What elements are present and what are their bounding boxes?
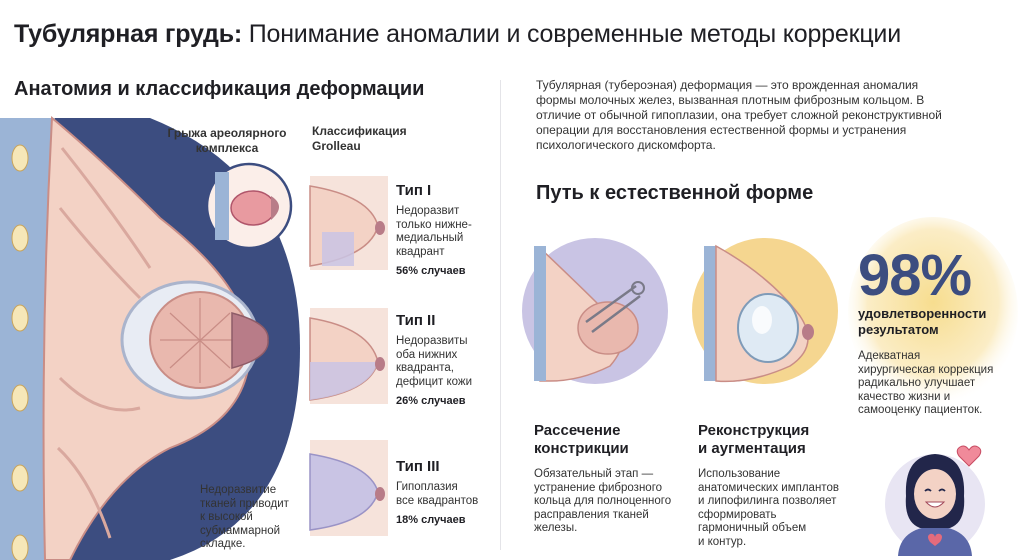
step-1-desc-line: железы. [534, 522, 578, 534]
step-2-block: Реконструкция и аугментация Использовани… [698, 422, 839, 549]
step-2-desc-line: анатомических имплантов [698, 481, 839, 494]
intro-line: Тубулярная (тубероэная) деформация — это… [536, 78, 919, 92]
stat-desc: Адекватная хирургическая коррекция радик… [858, 350, 993, 418]
classification-label: Классификация Grolleau [312, 124, 407, 154]
happy-woman-illustration [885, 454, 985, 556]
step-1-desc-line: устранение фиброзного [534, 481, 663, 494]
type-1-block: Тип I Недоразвит только нижне- медиальны… [396, 182, 496, 277]
step-1-title: Рассечение констрикции [534, 422, 671, 458]
step-2-desc-line: и контур. [698, 535, 747, 548]
step-1-desc-line: кольца для полноценного [534, 495, 672, 507]
type-1-title: Тип I [396, 182, 432, 199]
type-3-block: Тип III Гипоплазия все квадрантов 18% сл… [396, 458, 496, 526]
stat-label: удовлетворенности результатом [858, 306, 986, 338]
intro-line: операции для восстановления естественной… [536, 123, 907, 137]
step-2-desc-line: гармоничный объем [698, 522, 807, 534]
type-1-percent: 56% случаев [396, 265, 466, 277]
step-2-desc-line: и липофилинга позволяет [698, 495, 837, 507]
type-3-title: Тип III [396, 458, 440, 475]
stat-glow [848, 217, 1018, 407]
bottom-note-line: субмаммарной [200, 524, 281, 537]
step-1-desc: Обязательный этап — устранение фиброзног… [534, 468, 671, 536]
bottom-note-line: тканей приводит [200, 497, 289, 510]
bottom-note-line: к высокой [200, 511, 253, 523]
type-2-title: Тип II [396, 312, 436, 329]
stat-label-line: удовлетворенности [858, 306, 987, 321]
type-3-percent: 18% случаев [396, 514, 466, 526]
type-2-desc-line: квадранта, [396, 362, 454, 374]
intro-line: психологического дискомфорта. [536, 138, 716, 152]
constriction-release-illustration [522, 238, 668, 384]
type-2-desc-line: оба нижних [396, 348, 458, 361]
intro-paragraph: Тубулярная (тубероэная) деформация — это… [536, 78, 1006, 153]
page-title: Тубулярная грудь: Понимание аномалии и с… [14, 20, 901, 49]
step-2-title-line: Реконструкция [698, 422, 810, 439]
stat-desc-line: радикально улучшает [858, 377, 976, 389]
step-1-title-line: Рассечение [534, 422, 621, 439]
stat-value: 98% [858, 243, 972, 308]
bottom-note: Недоразвитие тканей приводит к высокой с… [200, 484, 310, 552]
type-1-diagram [309, 176, 388, 270]
areolar-hernia-inset [205, 162, 293, 250]
step-1-desc-line: Обязательный этап — [534, 468, 654, 480]
step-2-title-line: и аугментация [698, 440, 806, 457]
type-3-desc-line: все квадрантов [396, 494, 479, 507]
type-1-desc-line: квадрант [396, 245, 445, 258]
type-2-desc-line: дефицит кожи [396, 375, 473, 388]
type-1-desc: Недоразвит только нижне- медиальный квад… [396, 205, 496, 259]
step-1-block: Рассечение констрикции Обязательный этап… [534, 422, 671, 536]
bottom-note-line: Недоразвитие [200, 484, 277, 496]
stat-desc-line: Адекватная [858, 350, 921, 362]
classification-line-1: Классификация [312, 124, 407, 138]
title-rest: Понимание аномалии и современные методы … [241, 20, 901, 48]
intro-line: отличие от обычной гипоплазии, она требу… [536, 108, 942, 122]
step-2-desc-line: Использование [698, 468, 781, 480]
type-3-desc: Гипоплазия все квадрантов [396, 481, 496, 508]
type-3-desc-line: Гипоплазия [396, 481, 458, 493]
classification-line-2: Grolleau [312, 139, 361, 153]
type-3-diagram [309, 440, 388, 536]
type-2-percent: 26% случаев [396, 395, 466, 407]
step-2-desc-line: сформировать [698, 508, 777, 521]
step-1-title-line: констрикции [534, 440, 629, 457]
type-1-desc-line: медиальный [396, 232, 464, 244]
step-2-title: Реконструкция и аугментация [698, 422, 839, 458]
stat-desc-line: качество жизни и [858, 390, 951, 403]
implant-reconstruction-illustration [692, 238, 838, 384]
bottom-note-line: складке. [200, 538, 246, 550]
step-2-desc: Использование анатомических имплантов и … [698, 468, 839, 549]
type-2-diagram [309, 308, 388, 404]
heart-icon [956, 445, 982, 467]
hernia-label: Грыжа ареолярного комплекса [167, 126, 287, 155]
stat-desc-line: хирургическая коррекция [858, 363, 994, 376]
intro-line: формы молочных желез, вызванная плотным … [536, 93, 925, 107]
stat-desc-line: самооценку пациенток. [858, 404, 983, 416]
type-2-desc-line: Недоразвиты [396, 335, 468, 347]
type-1-desc-line: только нижне- [396, 218, 472, 231]
right-section-heading: Путь к естественной форме [536, 182, 814, 204]
type-2-block: Тип II Недоразвиты оба нижних квадранта,… [396, 312, 496, 407]
title-bold: Тубулярная грудь: [14, 20, 242, 48]
step-1-desc-line: расправления тканей [534, 508, 649, 521]
column-divider [500, 80, 501, 550]
left-section-heading: Анатомия и классификация деформации [14, 78, 425, 100]
type-1-desc-line: Недоразвит [396, 205, 460, 217]
stat-label-line: результатом [858, 322, 939, 337]
type-2-desc: Недоразвиты оба нижних квадранта, дефици… [396, 335, 496, 389]
